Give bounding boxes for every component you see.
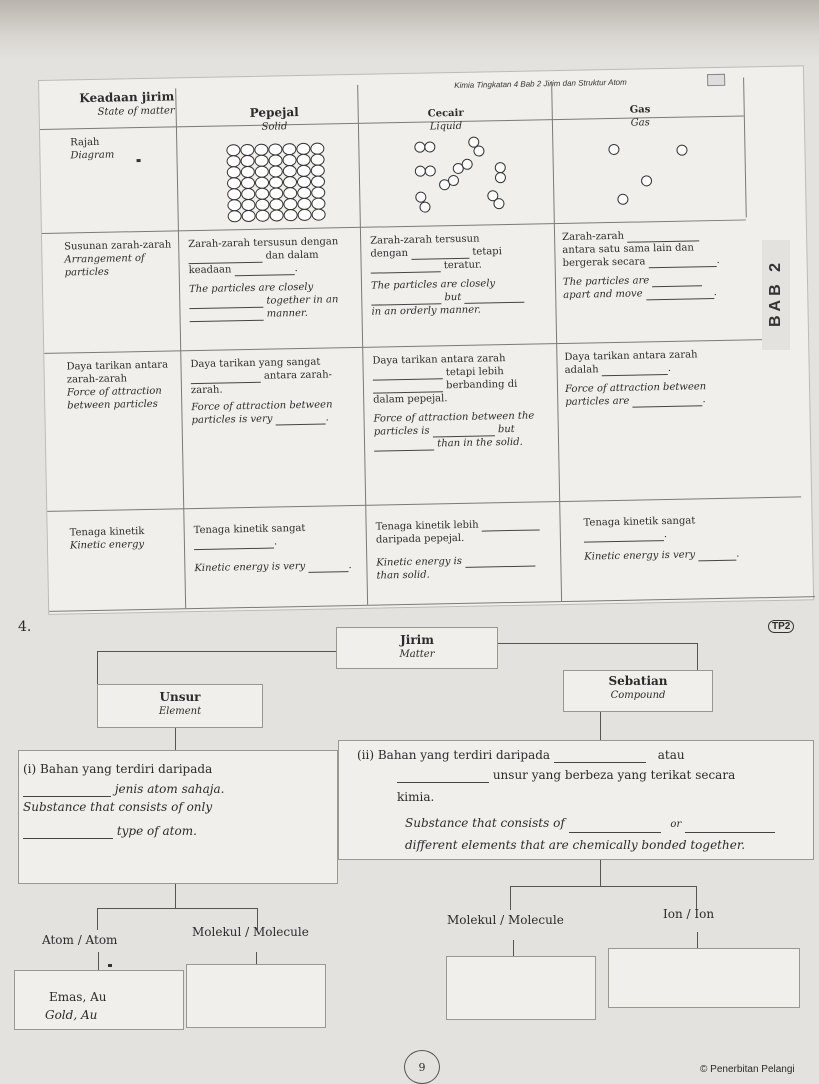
chapter-tab: BAB 2 <box>762 240 790 350</box>
liquid-kinetic: Tenaga kinetik lebih daripada pepejal. K… <box>376 517 557 582</box>
ion-label: Ion / Ion <box>663 907 715 921</box>
liquid-header: Cecair Liquid <box>427 107 464 133</box>
matter-box: Jirim Matter <box>336 627 498 669</box>
gas-kinetic: Tenaga kinetik sangat . Kinetic energy i… <box>583 515 740 563</box>
gas-header: Gas Gas <box>629 104 651 129</box>
arrangement-label: Susunan zarah-zarah Arrangement of parti… <box>64 239 172 279</box>
compound-molecule-answer-box <box>446 956 596 1020</box>
bullet-icon <box>136 159 141 163</box>
bullet-icon <box>108 964 112 967</box>
liquid-particles-diagram <box>410 134 532 221</box>
state-of-matter-header: Keadaan jirim State of matter <box>79 89 175 118</box>
liquid-force: Daya tarikan antara zarah tetapi lebih b… <box>372 351 554 452</box>
gas-particles-diagram <box>580 130 732 218</box>
ion-answer-box <box>608 948 800 1008</box>
gas-force: Daya tarikan antara zarah adalah . Force… <box>564 349 707 408</box>
solid-kinetic: Tenaga kinetik sangat . Kinetic energy i… <box>193 522 352 575</box>
question-number: 4. <box>18 619 32 635</box>
page-top-edge <box>0 0 819 60</box>
element-box: Unsur Element <box>97 684 263 728</box>
solid-force: Daya tarikan yang sangat antara zarah- z… <box>190 356 333 427</box>
element-definition-box: (i) Bahan yang terdiri daripada jenis at… <box>18 750 338 884</box>
molecule-answer-box <box>186 964 326 1028</box>
compound-box: Sebatian Compound <box>563 670 713 712</box>
publisher-credit: © Penerbitan Pelangi <box>700 1064 795 1075</box>
solid-header: Pepejal Solid <box>249 105 299 133</box>
states-of-matter-table: Kimia Tingkatan 4 Bab 2 Jirim dan Strukt… <box>38 65 816 615</box>
kinetic-label: Tenaga kinetik Kinetic energy <box>69 526 145 552</box>
tp-badge: TP2 <box>768 620 795 633</box>
solid-arrangement: Zarah-zarah tersusun dengan dan dalam ke… <box>188 235 358 323</box>
logo-icon <box>707 73 726 87</box>
compound-definition-box: (ii) Bahan yang terdiri daripada atau un… <box>338 740 814 860</box>
molecule-right-label: Molekul / Molecule <box>447 913 564 927</box>
gas-arrangement: Zarah-zarah antara satu sama lain dan be… <box>562 230 720 301</box>
atom-label: Atom / Atom <box>42 933 118 947</box>
page-number: 9 <box>404 1050 440 1084</box>
molecule-left-label: Molekul / Molecule <box>192 925 309 939</box>
diagram-label: Rajah Diagram <box>70 136 115 162</box>
chapter-header: Kimia Tingkatan 4 Bab 2 Jirim dan Strukt… <box>454 77 627 91</box>
force-label: Daya tarikan antara zarah-zarah Force of… <box>66 359 169 412</box>
liquid-arrangement: Zarah-zarah tersusun dengan tetapi terat… <box>370 231 552 318</box>
atom-example-box: Emas, Au Gold, Au <box>14 970 184 1030</box>
solid-particles-diagram <box>226 142 326 223</box>
